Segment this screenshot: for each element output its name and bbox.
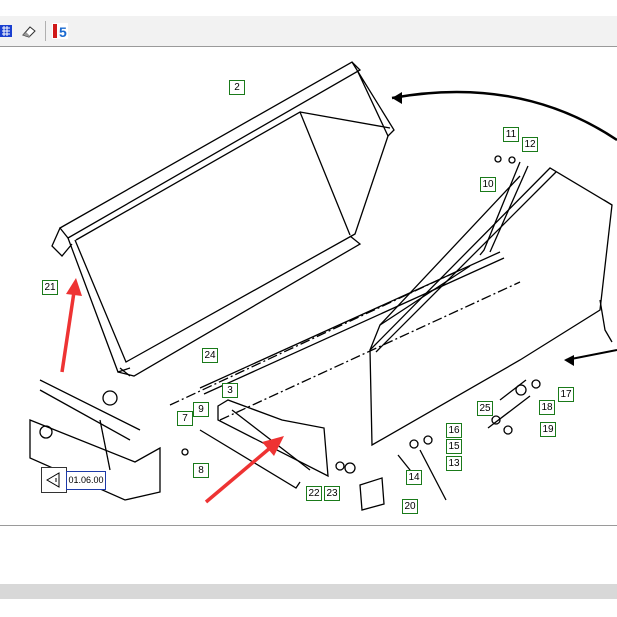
status-bar [0,584,617,599]
part-label[interactable]: 17 [558,387,574,402]
f5-refresh-icon[interactable]: 5 [51,22,69,40]
part-label[interactable]: 10 [480,177,496,192]
red-arrow-upper [60,278,82,373]
part-label[interactable]: 2 [229,80,245,95]
part-label[interactable]: 9 [193,402,209,417]
part-label[interactable]: 13 [446,456,462,471]
part-label[interactable]: 22 [306,486,322,501]
part-label[interactable]: 23 [324,486,340,501]
part-label[interactable]: 7 [177,411,193,426]
part-label[interactable]: 8 [193,463,209,478]
part-label[interactable]: 3 [222,383,238,398]
previous-page-button[interactable] [41,467,67,493]
part-label[interactable]: 11 [503,127,519,142]
part-label[interactable]: 24 [202,348,218,363]
part-label[interactable]: 16 [446,423,462,438]
f5-label: 5 [59,24,67,40]
part-label[interactable]: 14 [406,470,422,485]
part-label[interactable]: 15 [446,439,462,454]
parts-diagram: 2 21 24 3 7 9 8 22 23 20 10 11 12 25 19 … [0,47,617,526]
part-label[interactable]: 19 [540,422,556,437]
grid-icon[interactable] [0,22,18,40]
toolbar: 5 [0,16,617,47]
eraser-icon[interactable] [20,22,38,40]
diagram-code: 01.06.00 [66,471,106,490]
part-label[interactable]: 21 [42,280,58,295]
part-label[interactable]: 25 [477,401,493,416]
diagram-drawing [29,61,617,511]
part-label[interactable]: 18 [539,400,555,415]
part-label[interactable]: 12 [522,137,538,152]
red-arrow-lower [204,436,284,504]
toolbar-separator [45,21,46,41]
part-label[interactable]: 20 [402,499,418,514]
